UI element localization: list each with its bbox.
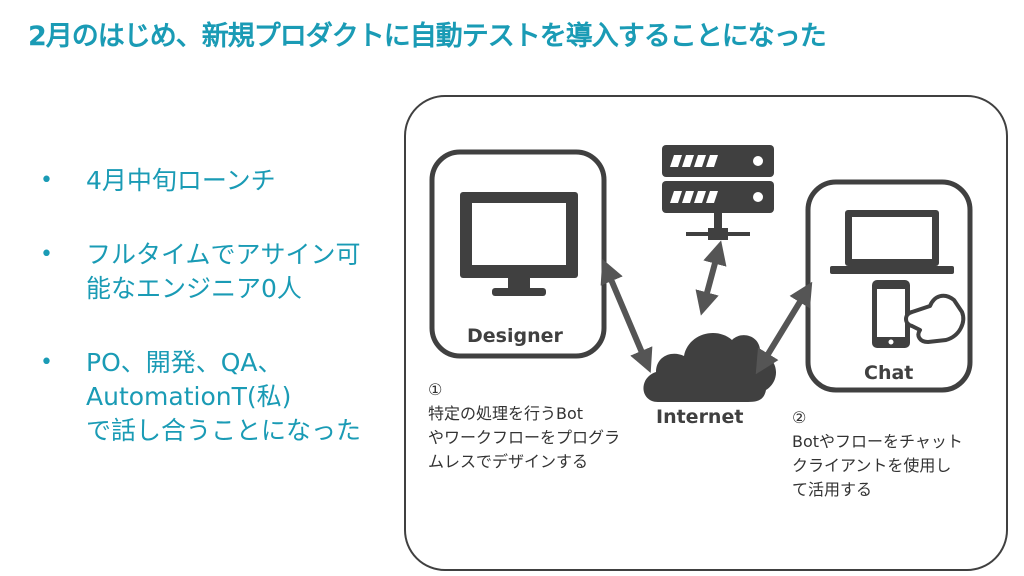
arrow-server-internet [695,240,727,316]
bullet-dot-icon: • [40,350,53,375]
bullet-line: PO、開発、QA、 [86,348,283,377]
note-line: ムレスでデザインする [428,452,589,471]
chat-label: Chat [864,362,914,384]
bullet-dot-icon: • [40,242,53,267]
note-number: ① [428,380,443,399]
bullet-item: • 4月中旬ローンチ [40,164,390,198]
server-icon [662,145,774,240]
note-line: Botやフローをチャット [792,432,963,451]
monitor-icon [460,192,578,296]
note-chat: ② Botやフローをチャット クライアントを使用し て活用する [792,406,963,502]
note-number: ② [792,408,807,427]
designer-label: Designer [467,325,563,347]
note-designer: ① 特定の処理を行うBot やワークフローをプログラ ムレスでデザインする [428,378,620,474]
arrow-internet-chat [755,281,813,375]
bullet-line: で話し合うことになった [86,416,362,445]
bullet-line: AutomationT(私) [86,382,292,411]
slide-title: 2月のはじめ、新規プロダクトに自動テストを導入することになった [28,21,827,52]
bullet-dot-icon: • [40,168,53,193]
bullet-item: • PO、開発、QA、 AutomationT(私) で話し合うことになった [40,346,390,448]
note-line: て活用する [792,480,873,499]
touch-hand-icon [904,293,966,344]
note-line: 特定の処理を行うBot [428,404,584,423]
bullet-line: 能なエンジニア0人 [86,274,302,303]
bullet-line: フルタイムでアサイン可 [86,240,361,269]
bullet-line: 4月中旬ローンチ [86,166,276,195]
diagram-frame [404,95,1008,571]
bullet-item: • フルタイムでアサイン可 能なエンジニア0人 [40,238,390,306]
cloud-icon [643,333,777,402]
internet-label: Internet [656,406,744,428]
laptop-icon [830,210,954,274]
smartphone-icon [872,280,910,348]
bullet-list: • 4月中旬ローンチ • フルタイムでアサイン可 能なエンジニア0人 • PO、… [40,164,390,488]
arrow-designer-internet [600,258,653,374]
note-line: クライアントを使用し [792,456,952,475]
note-line: やワークフローをプログラ [428,428,621,447]
